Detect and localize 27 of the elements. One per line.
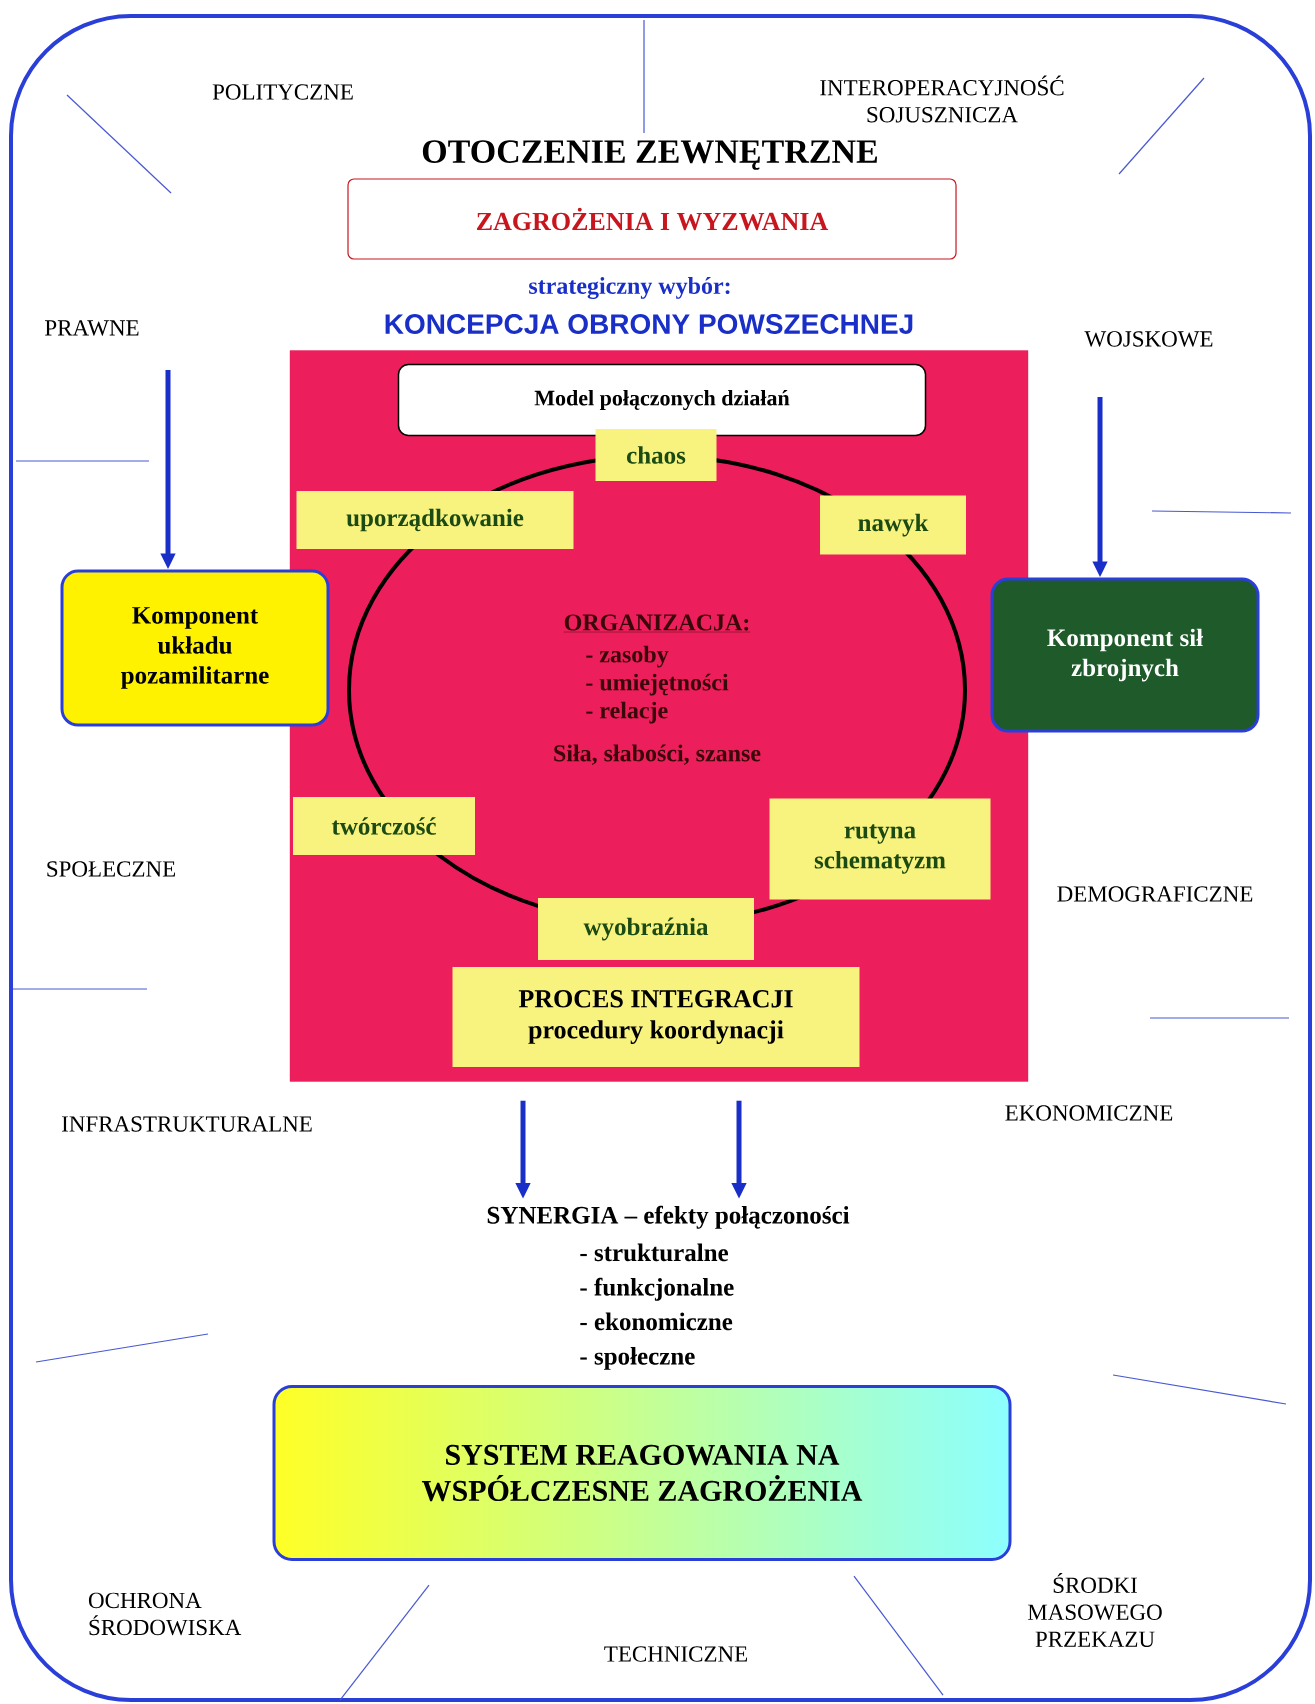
process-box: PROCES INTEGRACJI procedury koordynacji xyxy=(452,967,860,1067)
category-label: SPOŁECZNE xyxy=(47,861,176,877)
subtitle: strategiczny wybór: xyxy=(529,277,730,299)
concept-box: uporządkowanie xyxy=(296,491,574,549)
title: OTOCZENIE ZEWNĘTRZNE xyxy=(422,140,877,170)
concept-box: twórczość xyxy=(293,797,475,855)
concept-box: chaos xyxy=(595,429,717,481)
category-label: OCHRONA ŚRODOWISKA xyxy=(88,1592,242,1636)
component-box: Komponent układu pozamilitarne xyxy=(60,569,330,727)
category-label: TECHNICZNE xyxy=(604,1646,748,1662)
category-label: WOJSKOWE xyxy=(1084,331,1213,347)
concept-box: nawyk xyxy=(820,495,966,555)
model-box: Model połączonych działań xyxy=(397,363,927,437)
category-label: INTEROPERACYJNOŚĆ SOJUSZNICZA xyxy=(820,75,1064,123)
component-box: Komponent sił zbrojnych xyxy=(990,577,1260,733)
subtitle: KONCEPCJA OBRONY POWSZECHNEJ xyxy=(385,314,913,334)
threat-box: ZAGROŻENIA I WYZWANIA xyxy=(347,178,957,260)
category-label: INFRASTRUKTURALNE xyxy=(61,1116,312,1132)
category-label: EKONOMICZNE xyxy=(1005,1105,1173,1121)
concept-box: rutyna schematyzm xyxy=(769,798,991,900)
category-label: POLITYCZNE xyxy=(212,84,353,100)
synergy-list: SYNERGIA – efekty połączoności - strukturalne - funkcjonalne - ekonomiczne - społeczne xyxy=(487,1205,850,1370)
category-label: PRAWNE xyxy=(45,320,139,336)
category-label: DEMOGRAFICZNE xyxy=(1057,886,1253,902)
concept-box: wyobraźnia xyxy=(538,898,754,960)
response-system-box: SYSTEM REAGOWANIA NA WSPÓŁCZESNE ZAGROŻENIA xyxy=(272,1385,1012,1561)
category-label: ŚRODKI MASOWEGO PRZEKAZU xyxy=(1027,1573,1162,1647)
